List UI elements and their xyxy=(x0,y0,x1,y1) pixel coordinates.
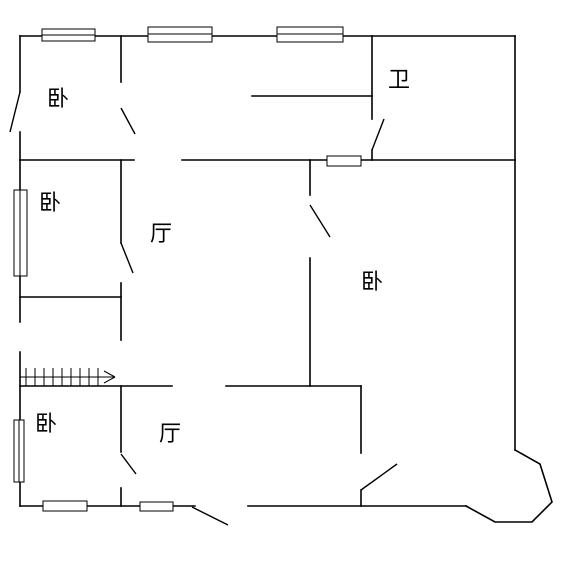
room-label-living-lower: 厅 xyxy=(159,422,181,447)
stairs xyxy=(20,368,116,386)
doors xyxy=(9,91,398,526)
room-label-bedroom-mid-left: 卧 xyxy=(39,191,61,216)
room-label-bedroom-bottom-left: 卧 xyxy=(35,412,57,437)
room-label-bedroom-top-left: 卧 xyxy=(47,87,69,112)
interior-walls xyxy=(19,35,516,507)
bay-window xyxy=(464,448,553,523)
room-label-bathroom: 卫 xyxy=(388,68,410,93)
room-label-bedroom-large: 卧 xyxy=(361,270,383,295)
outer-walls xyxy=(19,35,516,507)
windows xyxy=(13,26,362,512)
room-label-living-upper: 厅 xyxy=(150,222,172,247)
